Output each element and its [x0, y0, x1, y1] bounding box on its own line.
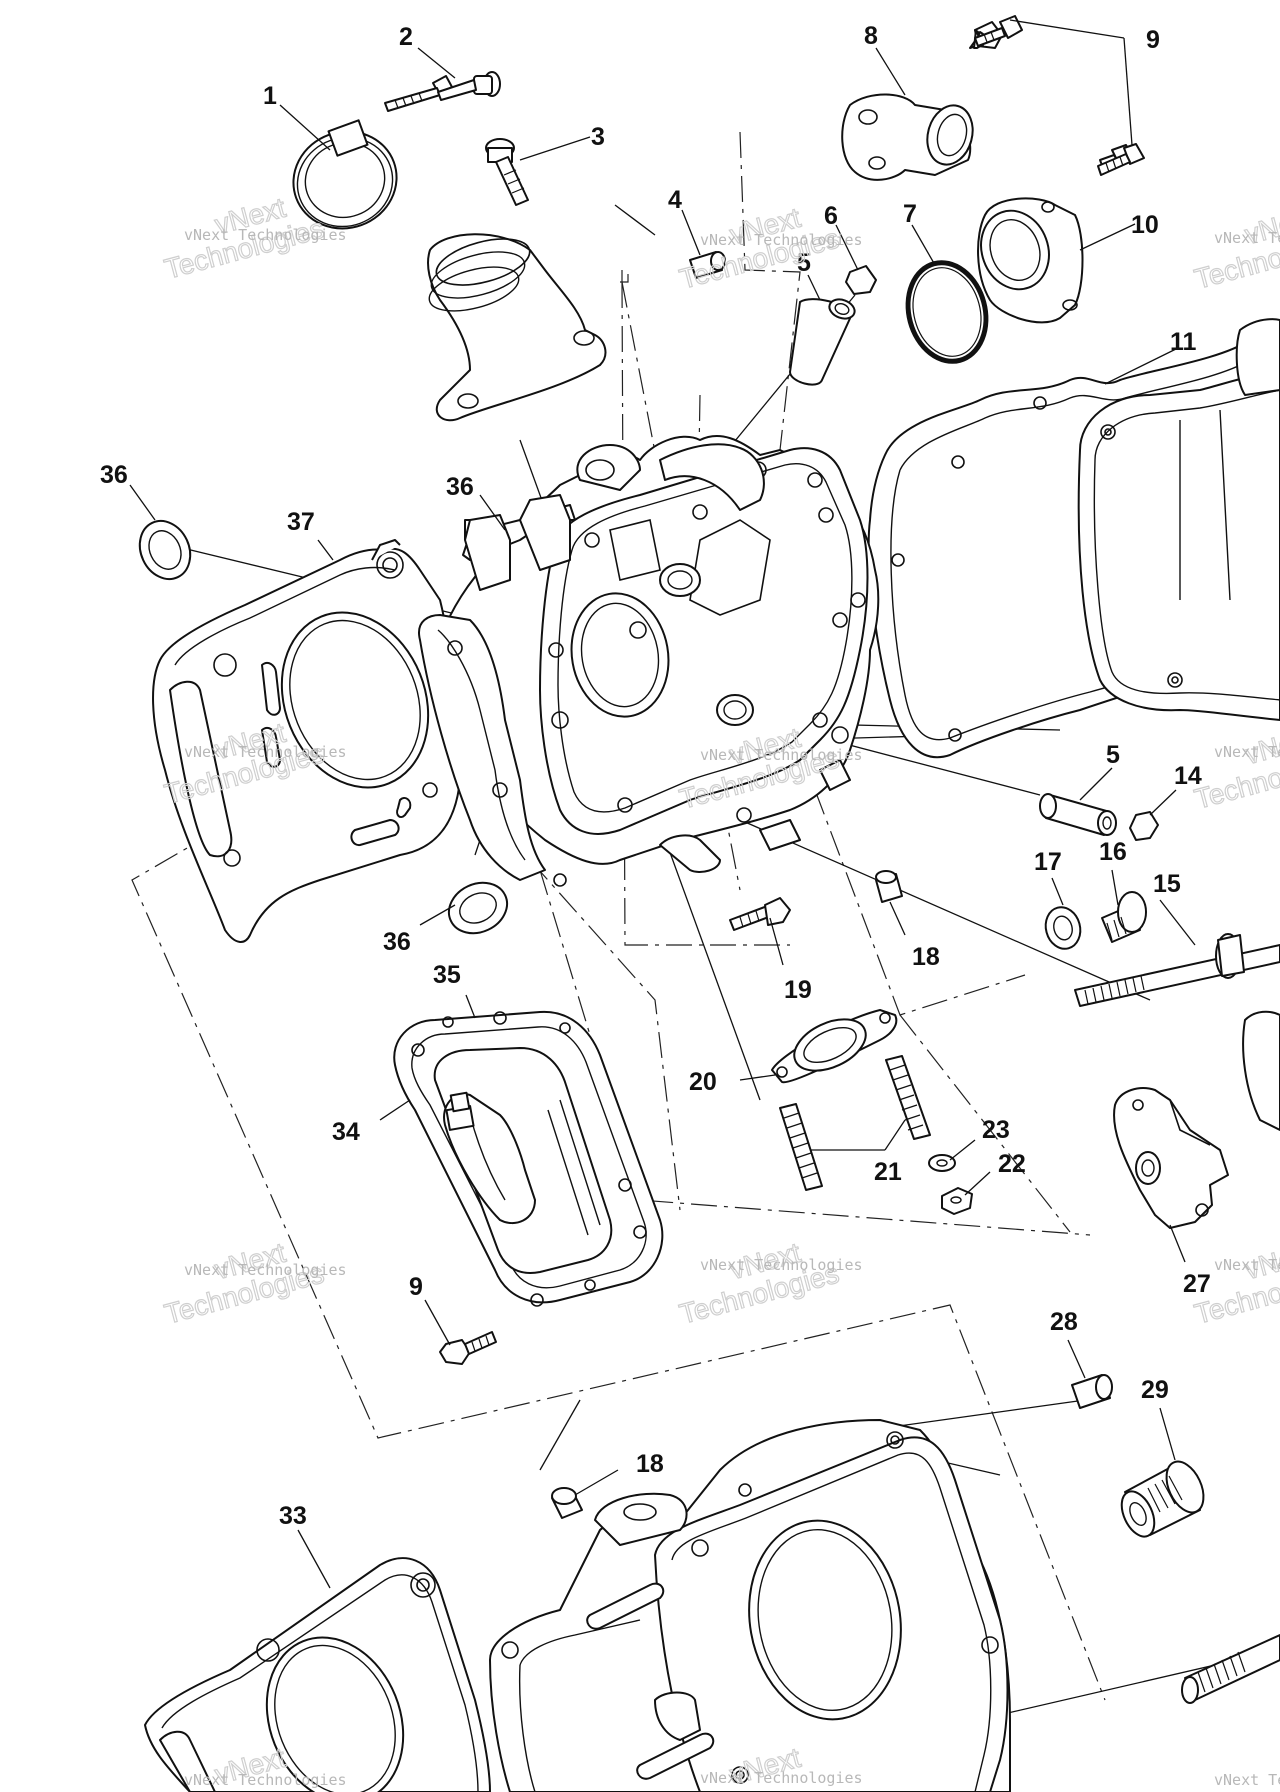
sleeve-part-5-top — [789, 298, 856, 386]
callout-5-right: 5 — [1106, 741, 1120, 769]
valve-cover-part-34 — [433, 1047, 613, 1274]
callout-leaders — [129, 19, 1196, 1589]
callout-18-lower: 18 — [636, 1450, 664, 1478]
thermostat-housing-part-10 — [977, 197, 1084, 324]
callout-11: 11 — [1170, 328, 1197, 356]
callout-36-center: 36 — [446, 473, 474, 501]
watermark-2-small: vNext Technologies — [700, 231, 863, 249]
callout-15: 15 — [1153, 870, 1181, 898]
callout-10: 10 — [1131, 211, 1159, 239]
callout-21: 21 — [874, 1158, 902, 1186]
callout-3: 3 — [591, 123, 605, 151]
watermark-8-small: vNext Technologies — [700, 1256, 863, 1274]
bolt-part-3 — [485, 138, 529, 206]
stud-part-21-b — [885, 1055, 931, 1140]
callout-9-lower: 9 — [409, 1273, 423, 1301]
callout-37: 37 — [287, 508, 315, 536]
watermark-8: vNext Technologies — [676, 1236, 843, 1330]
callout-18-center: 18 — [912, 943, 940, 971]
watermark-1-small: vNext Technologies — [184, 226, 347, 244]
callout-9-top: 9 — [1146, 26, 1160, 54]
cylinder-head-left-section — [418, 494, 571, 881]
callout-23: 23 — [982, 1116, 1010, 1144]
watermark-9-small: vNext Technologies — [1214, 1256, 1280, 1274]
plug-part-16 — [1101, 891, 1147, 943]
watermark-10-small: vNext Technologies — [184, 1771, 347, 1789]
bolt-part-19 — [729, 897, 791, 931]
sleeve-part-5-lower — [1039, 793, 1117, 836]
watermark-7: vNext Technologies — [161, 1236, 328, 1330]
seal-part-36-left — [138, 519, 192, 581]
callout-8: 8 — [864, 22, 878, 50]
callout-4: 4 — [668, 186, 682, 214]
callout-29: 29 — [1141, 1376, 1169, 1404]
callout-6: 6 — [824, 202, 838, 230]
callout-labels: 1 2 3 4 5 6 7 8 9 10 11 36 37 36 5 14 17… — [100, 22, 1211, 1530]
dowel-part-4 — [689, 251, 726, 279]
stud-bottom-right — [1181, 1634, 1280, 1704]
valve-cover-part-right — [1077, 318, 1280, 721]
lock-washer-part-23 — [928, 1154, 956, 1172]
watermark-6-small: vNext Technologies — [1214, 743, 1280, 761]
watermark-3-small: vNext Technologies — [1214, 229, 1280, 247]
right-edge-housing — [1242, 1010, 1280, 1131]
callout-28: 28 — [1050, 1308, 1078, 1336]
seal-part-36-lower — [447, 881, 509, 935]
plug-part-6 — [845, 265, 877, 295]
cylinder-block-bottom — [489, 1419, 1011, 1792]
elbow-outlet-part-8 — [841, 93, 974, 181]
callout-5-top: 5 — [797, 249, 811, 277]
spacer-part-18-lower — [551, 1487, 583, 1519]
spacer-part-18 — [875, 870, 903, 903]
callout-7: 7 — [903, 200, 917, 228]
head-gasket-part-37 — [152, 539, 461, 943]
callout-34: 34 — [332, 1118, 360, 1146]
callout-14: 14 — [1174, 762, 1202, 790]
callout-35: 35 — [433, 961, 461, 989]
watermark-11-small: vNext Technologies — [700, 1769, 863, 1787]
hose-clamp-part-1 — [292, 119, 398, 230]
bolt-part-9-lower — [439, 1331, 497, 1365]
callout-22: 22 — [998, 1150, 1026, 1178]
base-gasket-part-33 — [144, 1557, 491, 1792]
bolt-9-top — [974, 15, 1135, 169]
callout-20: 20 — [689, 1068, 717, 1096]
bolt-part-9-right — [1097, 143, 1145, 176]
watermark-12-small: vNext Technologies — [1214, 1771, 1280, 1789]
bolt-part-2 — [384, 71, 501, 112]
callout-16: 16 — [1099, 838, 1127, 866]
watermark-4-small: vNext Technologies — [184, 743, 347, 761]
bracket-part-27 — [1113, 1087, 1229, 1229]
watermark-7-small: vNext Technologies — [184, 1261, 347, 1279]
callout-2: 2 — [399, 23, 413, 51]
callout-36-left: 36 — [100, 461, 128, 489]
callout-17: 17 — [1034, 848, 1062, 876]
dowel-part-28 — [1071, 1374, 1113, 1409]
callout-33: 33 — [279, 1502, 307, 1530]
callout-1: 1 — [263, 82, 277, 110]
plug-part-14 — [1129, 811, 1159, 841]
fitting-part-29 — [1120, 1460, 1205, 1538]
intake-boot-part-38 — [427, 233, 607, 422]
stud-part-21-a — [779, 1103, 823, 1191]
callout-36-lower: 36 — [383, 928, 411, 956]
stud-part-15 — [1074, 933, 1280, 1007]
washer-part-17 — [1044, 906, 1082, 950]
nut-part-22 — [941, 1187, 973, 1215]
callout-27: 27 — [1183, 1270, 1211, 1298]
callout-19: 19 — [784, 976, 812, 1004]
watermark-5-small: vNext Technologies — [700, 746, 863, 764]
exhaust-gasket-part-20 — [771, 1009, 898, 1084]
